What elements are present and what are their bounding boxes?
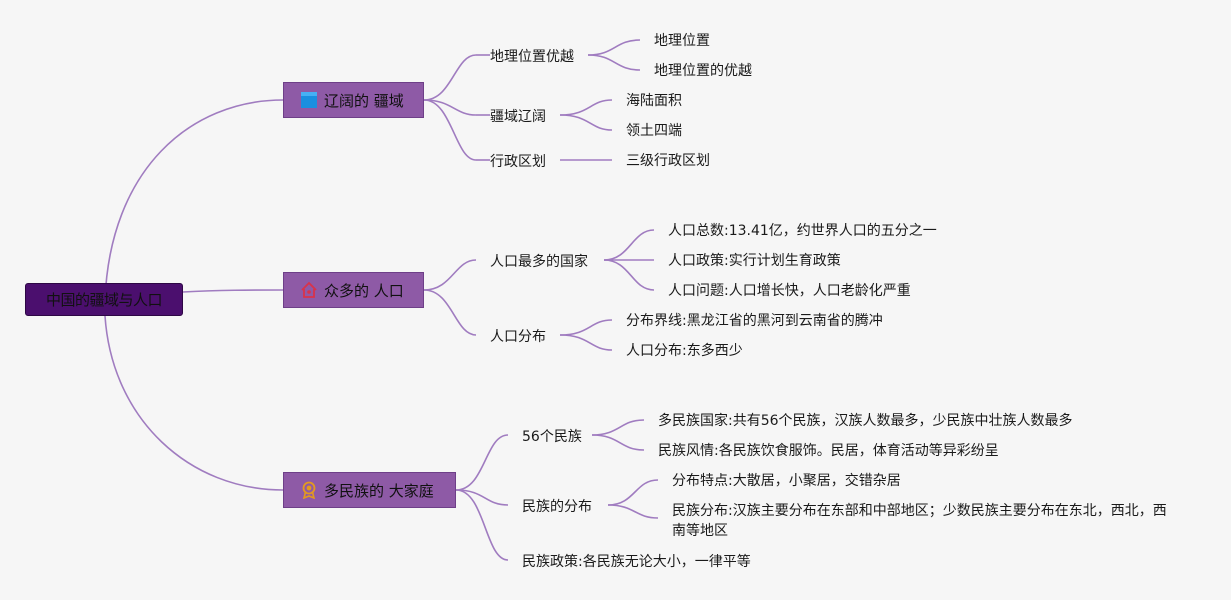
blue-square-icon (300, 91, 318, 109)
subtopic-label: 人口分布 (490, 329, 546, 345)
main-topic-label: 众多的 人口 (324, 281, 404, 300)
root-topic-label: 中国的疆域与人口 (45, 291, 163, 309)
leaf-node[interactable]: 人口总数:13.41亿，约世界人口的五分之一 (668, 221, 937, 241)
leaf-label: 人口总数:13.41亿，约世界人口的五分之一 (668, 223, 937, 239)
leaf-node[interactable]: 人口政策:实行计划生育政策 (668, 251, 841, 271)
subtopic-ethnic-policy[interactable]: 民族政策:各民族无论大小，一律平等 (522, 551, 751, 571)
subtopic-label: 疆域辽阔 (490, 109, 546, 125)
leaf-node[interactable]: 三级行政区划 (626, 151, 710, 171)
leaf-label: 人口问题:人口增长快，人口老龄化严重 (668, 283, 911, 299)
leaf-label: 人口分布:东多西少 (626, 343, 743, 359)
leaf-label: 民族分布:汉族主要分布在东部和中部地区；少数民族主要分布在东北，西北，西南等地区 (672, 503, 1167, 539)
subtopic-label: 人口最多的国家 (490, 254, 588, 270)
main-topic-territory[interactable]: 辽阔的 疆域 (283, 82, 424, 118)
leaf-node[interactable]: 人口问题:人口增长快，人口老龄化严重 (668, 281, 911, 301)
leaf-node[interactable]: 民族分布:汉族主要分布在东部和中部地区；少数民族主要分布在东北，西北，西南等地区 (672, 501, 1172, 541)
leaf-node[interactable]: 地理位置的优越 (654, 61, 752, 81)
leaf-label: 地理位置 (654, 33, 710, 49)
leaf-node[interactable]: 人口分布:东多西少 (626, 341, 743, 361)
leaf-label: 多民族国家:共有56个民族，汉族人数最多，少民族中壮族人数最多 (658, 413, 1073, 429)
leaf-label: 海陆面积 (626, 93, 682, 109)
main-topic-population[interactable]: 众多的 人口 (283, 272, 424, 308)
medal-icon (300, 481, 318, 499)
leaf-node[interactable]: 分布界线:黑龙江省的黑河到云南省的腾冲 (626, 311, 883, 331)
main-topic-label: 多民族的 大家庭 (324, 481, 434, 500)
subtopic-distribution[interactable]: 人口分布 (490, 326, 546, 346)
root-topic[interactable]: 中国的疆域与人口 (25, 283, 183, 316)
leaf-label: 地理位置的优越 (654, 63, 752, 79)
subtopic-most-populous[interactable]: 人口最多的国家 (490, 251, 588, 271)
subtopic-label: 民族政策:各民族无论大小，一律平等 (522, 554, 751, 570)
leaf-label: 人口政策:实行计划生育政策 (668, 253, 841, 269)
leaf-label: 三级行政区划 (626, 153, 710, 169)
house-icon (300, 281, 318, 299)
subtopic-label: 地理位置优越 (490, 49, 574, 65)
subtopic-vast-territory[interactable]: 疆域辽阔 (490, 106, 546, 126)
leaf-node[interactable]: 民族风情:各民族饮食服饰。民居，体育活动等异彩纷呈 (658, 441, 999, 461)
leaf-node[interactable]: 海陆面积 (626, 91, 682, 111)
leaf-node[interactable]: 分布特点:大散居，小聚居，交错杂居 (672, 471, 901, 491)
leaf-label: 领土四端 (626, 123, 682, 139)
subtopic-admin-division[interactable]: 行政区划 (490, 151, 546, 171)
leaf-node[interactable]: 多民族国家:共有56个民族，汉族人数最多，少民族中壮族人数最多 (658, 411, 1073, 431)
leaf-node[interactable]: 领土四端 (626, 121, 682, 141)
main-topic-label: 辽阔的 疆域 (324, 91, 404, 110)
subtopic-label: 民族的分布 (522, 499, 592, 515)
leaf-label: 分布特点:大散居，小聚居，交错杂居 (672, 473, 901, 489)
main-topic-ethnic-family[interactable]: 多民族的 大家庭 (283, 472, 456, 508)
leaf-node[interactable]: 地理位置 (654, 31, 710, 51)
subtopic-ethnic-distribution[interactable]: 民族的分布 (522, 496, 592, 516)
subtopic-location[interactable]: 地理位置优越 (490, 46, 574, 66)
leaf-label: 分布界线:黑龙江省的黑河到云南省的腾冲 (626, 313, 883, 329)
leaf-label: 民族风情:各民族饮食服饰。民居，体育活动等异彩纷呈 (658, 443, 999, 459)
subtopic-56-ethnic-groups[interactable]: 56个民族 (522, 426, 582, 446)
subtopic-label: 行政区划 (490, 154, 546, 170)
subtopic-label: 56个民族 (522, 429, 582, 445)
